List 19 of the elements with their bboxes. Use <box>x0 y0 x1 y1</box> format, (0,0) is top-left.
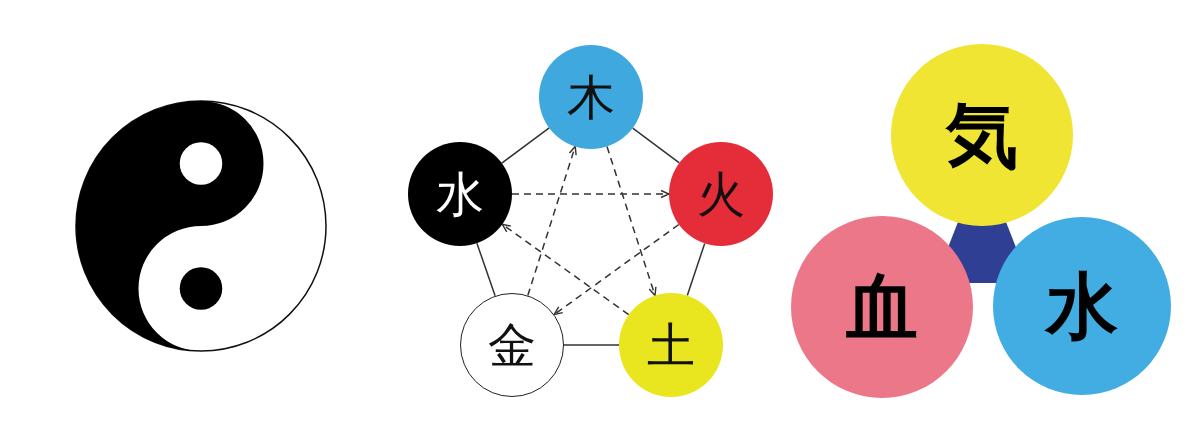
connector-line <box>563 344 620 346</box>
circle-label: 水 <box>1046 270 1118 342</box>
circle-label: 金 <box>488 321 536 369</box>
dashed-arrow <box>553 223 680 316</box>
circle-label: 血 <box>846 271 918 343</box>
dashed-arrow <box>606 145 657 297</box>
circle-label: 木 <box>567 73 615 121</box>
dashed-arrow <box>527 145 577 297</box>
dashed-arrow <box>511 189 670 199</box>
circle-label: 水 <box>436 170 484 218</box>
circle-label: 土 <box>647 321 695 369</box>
connector-line <box>476 242 496 297</box>
connector-line <box>501 127 550 164</box>
circle-label: 火 <box>697 170 745 218</box>
connector-line <box>686 242 706 297</box>
dashed-arrow <box>501 223 630 316</box>
circle-label: 気 <box>946 99 1018 171</box>
connector-line <box>631 127 681 164</box>
yin-yang-drawing <box>74 99 328 353</box>
